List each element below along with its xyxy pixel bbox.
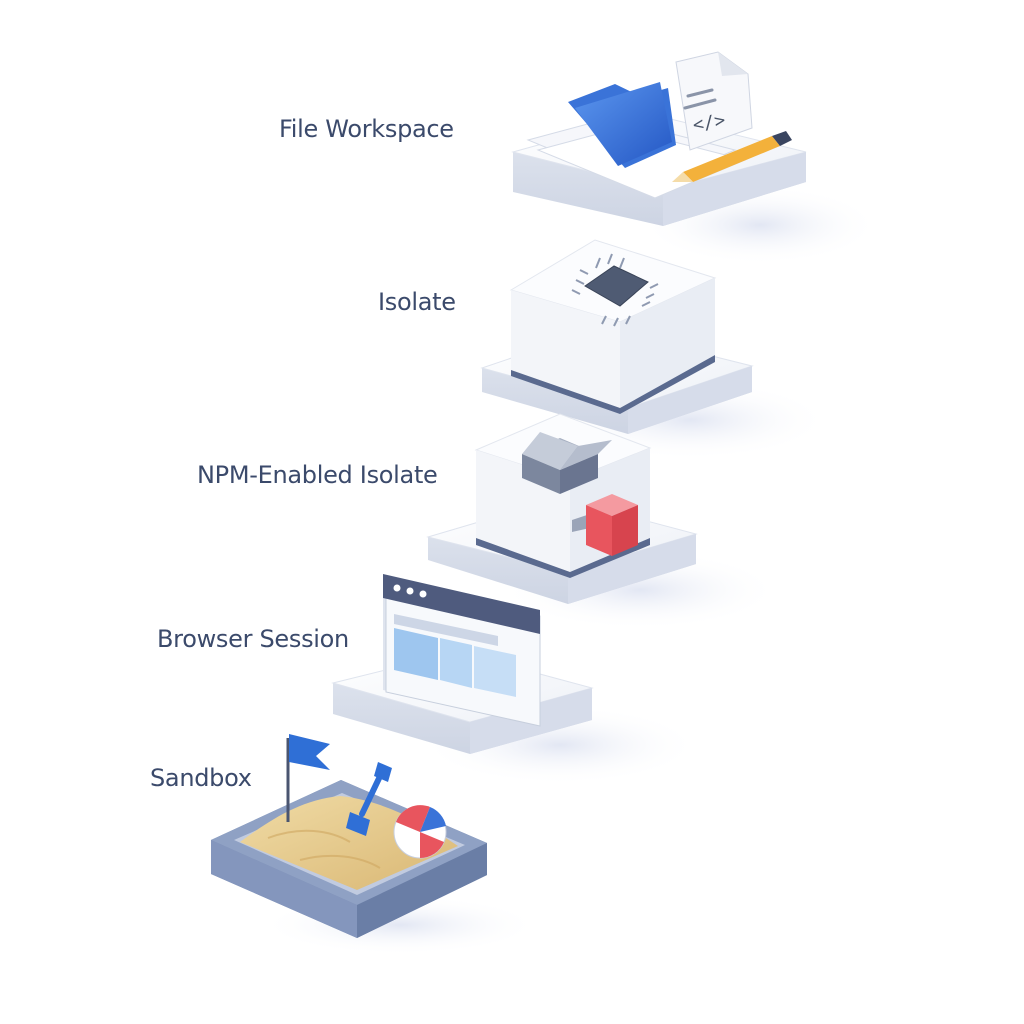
cpu-chip-icon [571,253,659,327]
npm-isolate-block [474,413,652,578]
package-box-icon [522,432,612,494]
tier-label-isolate: Isolate [378,288,456,316]
npm-module-icon [572,494,638,556]
tier-label-browser-session: Browser Session [157,625,349,653]
browser-session-tier [331,574,700,785]
file-workspace-tier: </> [511,51,880,265]
sandbox-flag-shovel-ball-icon [211,734,487,938]
browser-window-icon [383,574,541,727]
tier-label-sandbox: Sandbox [150,764,252,792]
tier-label-file-workspace: File Workspace [279,115,454,143]
isolate-block [509,239,717,414]
sandbox-tier [211,734,540,955]
npm-isolate-tier [426,413,780,630]
folder-code-pencil-icon: </> [526,51,792,199]
tier-label-npm-enabled-isolate: NPM-Enabled Isolate [197,461,438,489]
isolate-tier [480,239,830,460]
